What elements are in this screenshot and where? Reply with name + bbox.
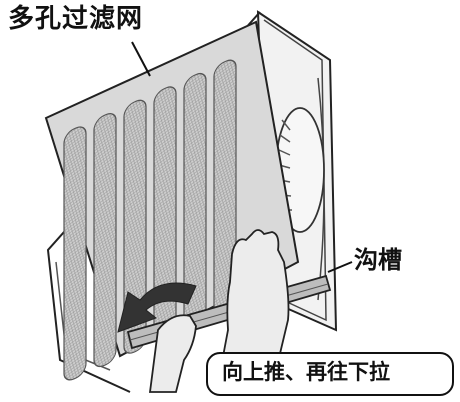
groove-label: 沟槽 [354,246,402,274]
instruction-callout [206,352,454,396]
filter-label: 多孔过滤网 [8,4,144,34]
curved-arrow-icon [117,282,197,333]
hands-illustration [148,229,290,393]
groove-leader-line [327,261,353,273]
instruction-label: 向上推、再往下拉 [222,360,390,384]
filter-leader-line [131,41,151,77]
